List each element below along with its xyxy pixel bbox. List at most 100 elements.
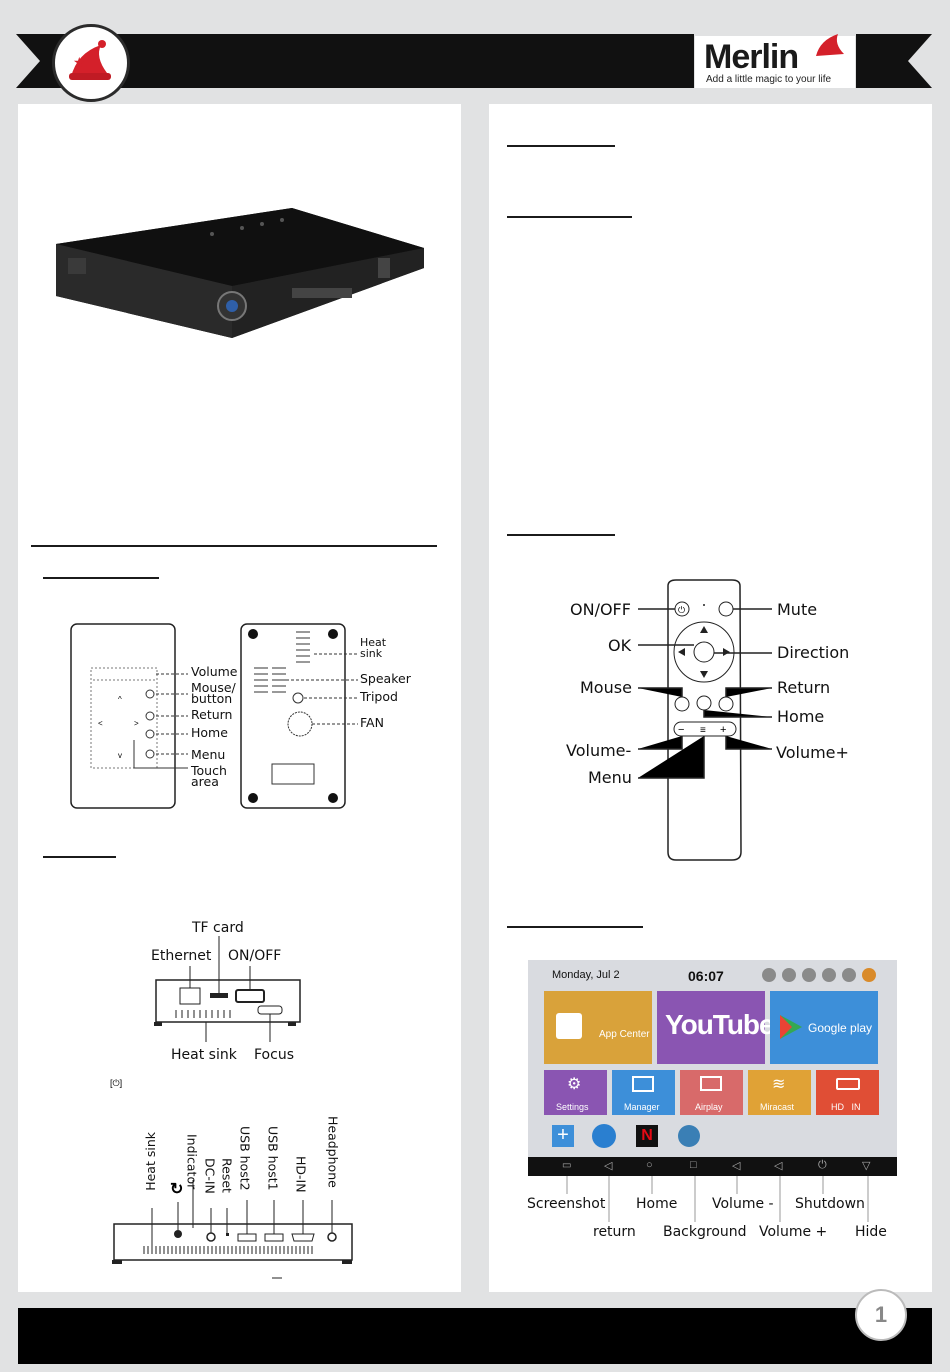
power-icon: ↻ xyxy=(170,1181,184,1198)
hdmi-icon xyxy=(836,1078,860,1090)
svg-text:★: ★ xyxy=(73,54,86,70)
heading-underline xyxy=(507,145,615,147)
remote-label-menu: Menu xyxy=(588,768,632,787)
heading-underline xyxy=(507,926,643,928)
svg-text:v: v xyxy=(118,751,122,760)
tile-app-center-label: App Center xyxy=(599,1029,650,1040)
heading-underline xyxy=(507,534,615,536)
tile-settings[interactable]: ⚙ Settings xyxy=(544,1070,607,1115)
browser-icon[interactable] xyxy=(678,1125,700,1147)
brand-name: Merlin xyxy=(704,38,799,76)
port-label-hd-in: HD-IN xyxy=(293,1156,309,1193)
svg-text:<: < xyxy=(98,719,103,728)
screen-date: Monday, Jul 2 xyxy=(552,969,620,981)
page-number: 1 xyxy=(855,1289,907,1341)
port-label-reset: Reset xyxy=(219,1158,235,1193)
home-nav-icon[interactable]: ○ xyxy=(646,1159,653,1171)
back-view-diagram xyxy=(112,1180,353,1279)
remote-label-ok: OK xyxy=(608,636,632,655)
tile-hd-in[interactable]: HD IN xyxy=(816,1070,879,1115)
tile-youtube[interactable]: YouTube xyxy=(657,991,775,1064)
svg-text:−: − xyxy=(678,724,684,736)
remote-label-onoff: ON/OFF xyxy=(570,600,631,619)
shutdown-nav-icon[interactable]: ⏻ xyxy=(818,1159,827,1171)
folder-icon xyxy=(632,1076,654,1092)
status-icons xyxy=(762,968,876,982)
label-focus: Focus xyxy=(254,1047,294,1063)
side-view-diagram xyxy=(154,936,301,1042)
callout-touch-area: Touch area xyxy=(191,763,227,789)
remote-label-home: Home xyxy=(777,707,825,726)
label-heat-sink: Heat sink xyxy=(171,1047,237,1063)
nav-label-return: return xyxy=(593,1224,636,1240)
remote-label-mute: Mute xyxy=(777,600,818,619)
nav-label-hide: Hide xyxy=(855,1224,887,1240)
return-nav-icon[interactable]: ◁ xyxy=(604,1160,613,1172)
remote-label-volume-plus: Volume+ xyxy=(776,743,849,762)
tile-app-center[interactable]: App Center xyxy=(544,991,652,1064)
heading-underline xyxy=(43,856,116,858)
tile-google-play-label: Google play xyxy=(808,1021,873,1035)
screen-time: 06:07 xyxy=(688,968,724,984)
footer-bar xyxy=(18,1308,932,1364)
app-center-icon xyxy=(556,1013,582,1039)
gear-icon: ⚙ xyxy=(567,1076,582,1093)
airplay-icon xyxy=(700,1076,722,1091)
callout-home: Home xyxy=(191,725,228,740)
heading-underline xyxy=(507,216,632,218)
brand-tagline: Add a little magic to your life xyxy=(706,74,832,85)
label-onoff: ON/OFF xyxy=(228,948,282,964)
callout-heat-sink: Heat sink xyxy=(360,636,387,660)
svg-text:⏻: ⏻ xyxy=(678,605,685,615)
wifi-icon: ≋ xyxy=(772,1076,786,1093)
play-app-icon[interactable] xyxy=(592,1124,616,1148)
callout-mouse-button: Mouse/ button xyxy=(191,680,236,706)
header-banner xyxy=(16,34,932,88)
top-view-diagram: ^ v < > xyxy=(70,623,358,809)
youtube-logo: YouTube xyxy=(665,1009,775,1040)
port-label-usb-host2: USB host2 xyxy=(237,1126,253,1191)
port-label-dc-in: DC-IN xyxy=(202,1158,218,1194)
volume-down-nav-icon[interactable]: ◁ xyxy=(732,1160,741,1172)
callout-fan: FAN xyxy=(360,715,384,730)
nav-label-shutdown: Shutdown xyxy=(795,1196,865,1212)
svg-text:^: ^ xyxy=(118,695,122,704)
merlin-hat-logo: ★ xyxy=(52,24,130,102)
brand-hat-icon xyxy=(816,34,844,56)
remote-diagram: ⏻ − ≡ + xyxy=(638,579,772,861)
label-ethernet: Ethernet xyxy=(151,948,212,964)
play-store-icon xyxy=(780,1015,802,1039)
svg-text:≡: ≡ xyxy=(700,725,706,736)
screenshot-nav-icon[interactable]: ▭ xyxy=(562,1160,572,1171)
tile-settings-label: Settings xyxy=(556,1102,589,1112)
add-app-icon[interactable]: + xyxy=(552,1125,574,1147)
nav-label-volume-plus: Volume + xyxy=(759,1224,828,1240)
section-divider xyxy=(31,545,437,547)
power-symbol-note: [⏻] xyxy=(110,1078,123,1088)
svg-text:+: + xyxy=(720,724,726,736)
tile-airplay[interactable]: Airplay xyxy=(680,1070,743,1115)
volume-up-nav-icon[interactable]: ◁ xyxy=(774,1160,783,1172)
callout-tripod: Tripod xyxy=(360,689,398,704)
remote-label-mouse: Mouse xyxy=(580,678,632,697)
heading-underline xyxy=(43,577,159,579)
nav-callout-lines xyxy=(566,1176,869,1222)
callout-volume: Volume xyxy=(191,664,238,679)
tile-manager[interactable]: Manager xyxy=(612,1070,675,1115)
tile-google-play[interactable]: Google play xyxy=(770,991,878,1064)
tile-miracast-label: Miracast xyxy=(760,1102,795,1112)
tile-miracast[interactable]: ≋ Miracast xyxy=(748,1070,811,1115)
label-tf-card: TF card xyxy=(192,920,244,936)
callout-menu: Menu xyxy=(191,747,226,762)
projector-photo xyxy=(56,208,424,338)
port-label-usb-host1: USB host1 xyxy=(265,1126,281,1191)
netflix-icon[interactable]: N xyxy=(636,1125,658,1147)
remote-label-direction: Direction xyxy=(777,643,850,662)
hide-nav-icon[interactable]: ▽ xyxy=(862,1160,871,1172)
callout-speaker: Speaker xyxy=(360,671,411,686)
nav-label-screenshot: Screenshot xyxy=(527,1196,606,1212)
callout-return: Return xyxy=(191,707,233,722)
svg-text:>: > xyxy=(134,719,139,728)
remote-label-volume-minus: Volume- xyxy=(566,741,632,760)
background-nav-icon[interactable]: □ xyxy=(690,1159,697,1171)
